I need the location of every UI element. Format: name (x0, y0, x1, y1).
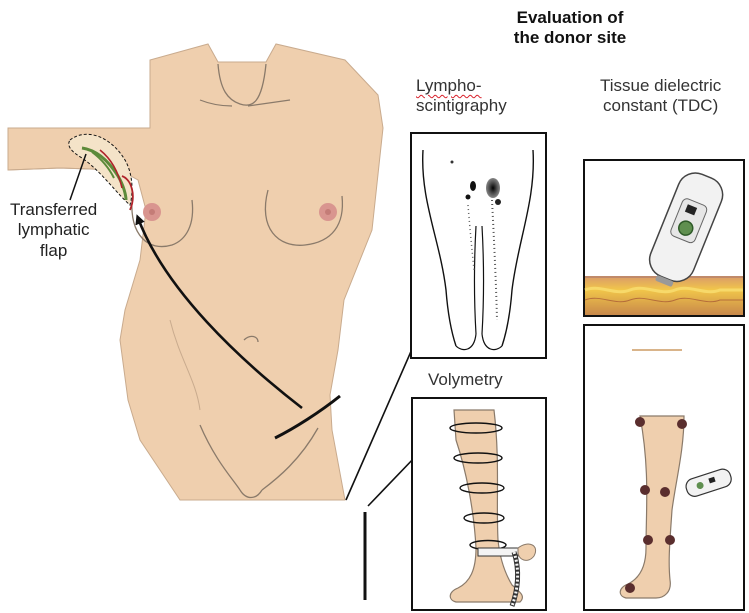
tdc-label-line2: constant (TDC) (600, 96, 721, 116)
flap-label: Transferred lymphatic flap (10, 200, 97, 261)
volymetry-label: Volymetry (428, 370, 503, 390)
tdc-device-panel (584, 160, 744, 316)
lymphoscintigraphy-label-line1: Lympho- (416, 76, 507, 96)
tape-measure (478, 548, 518, 556)
flap-label-line2: lymphatic (10, 220, 97, 240)
lymphoscintigraphy-label: Lympho- scintigraphy (416, 76, 507, 117)
tdc-label-line1: Tissue dielectric (600, 76, 721, 96)
volymetry-panel (412, 398, 546, 610)
figure-title-line1: Evaluation of (440, 8, 700, 28)
figure-title-line2: the donor site (440, 28, 700, 48)
bracket-line-upper (346, 340, 416, 500)
figure-title: Evaluation of the donor site (440, 8, 700, 49)
flap-label-line1: Transferred (10, 200, 97, 220)
torso-figure (8, 44, 383, 500)
bracket-line-lower (368, 456, 416, 506)
tracer-uptake-spot (486, 178, 500, 198)
torso-body (8, 44, 383, 500)
flap-label-line3: flap (10, 241, 97, 261)
lymphoscintigraphy-panel (411, 133, 546, 358)
tdc-leg-panel (584, 325, 744, 610)
tdc-label: Tissue dielectric constant (TDC) (600, 76, 721, 117)
lymphoscintigraphy-label-line2: scintigraphy (416, 96, 507, 116)
